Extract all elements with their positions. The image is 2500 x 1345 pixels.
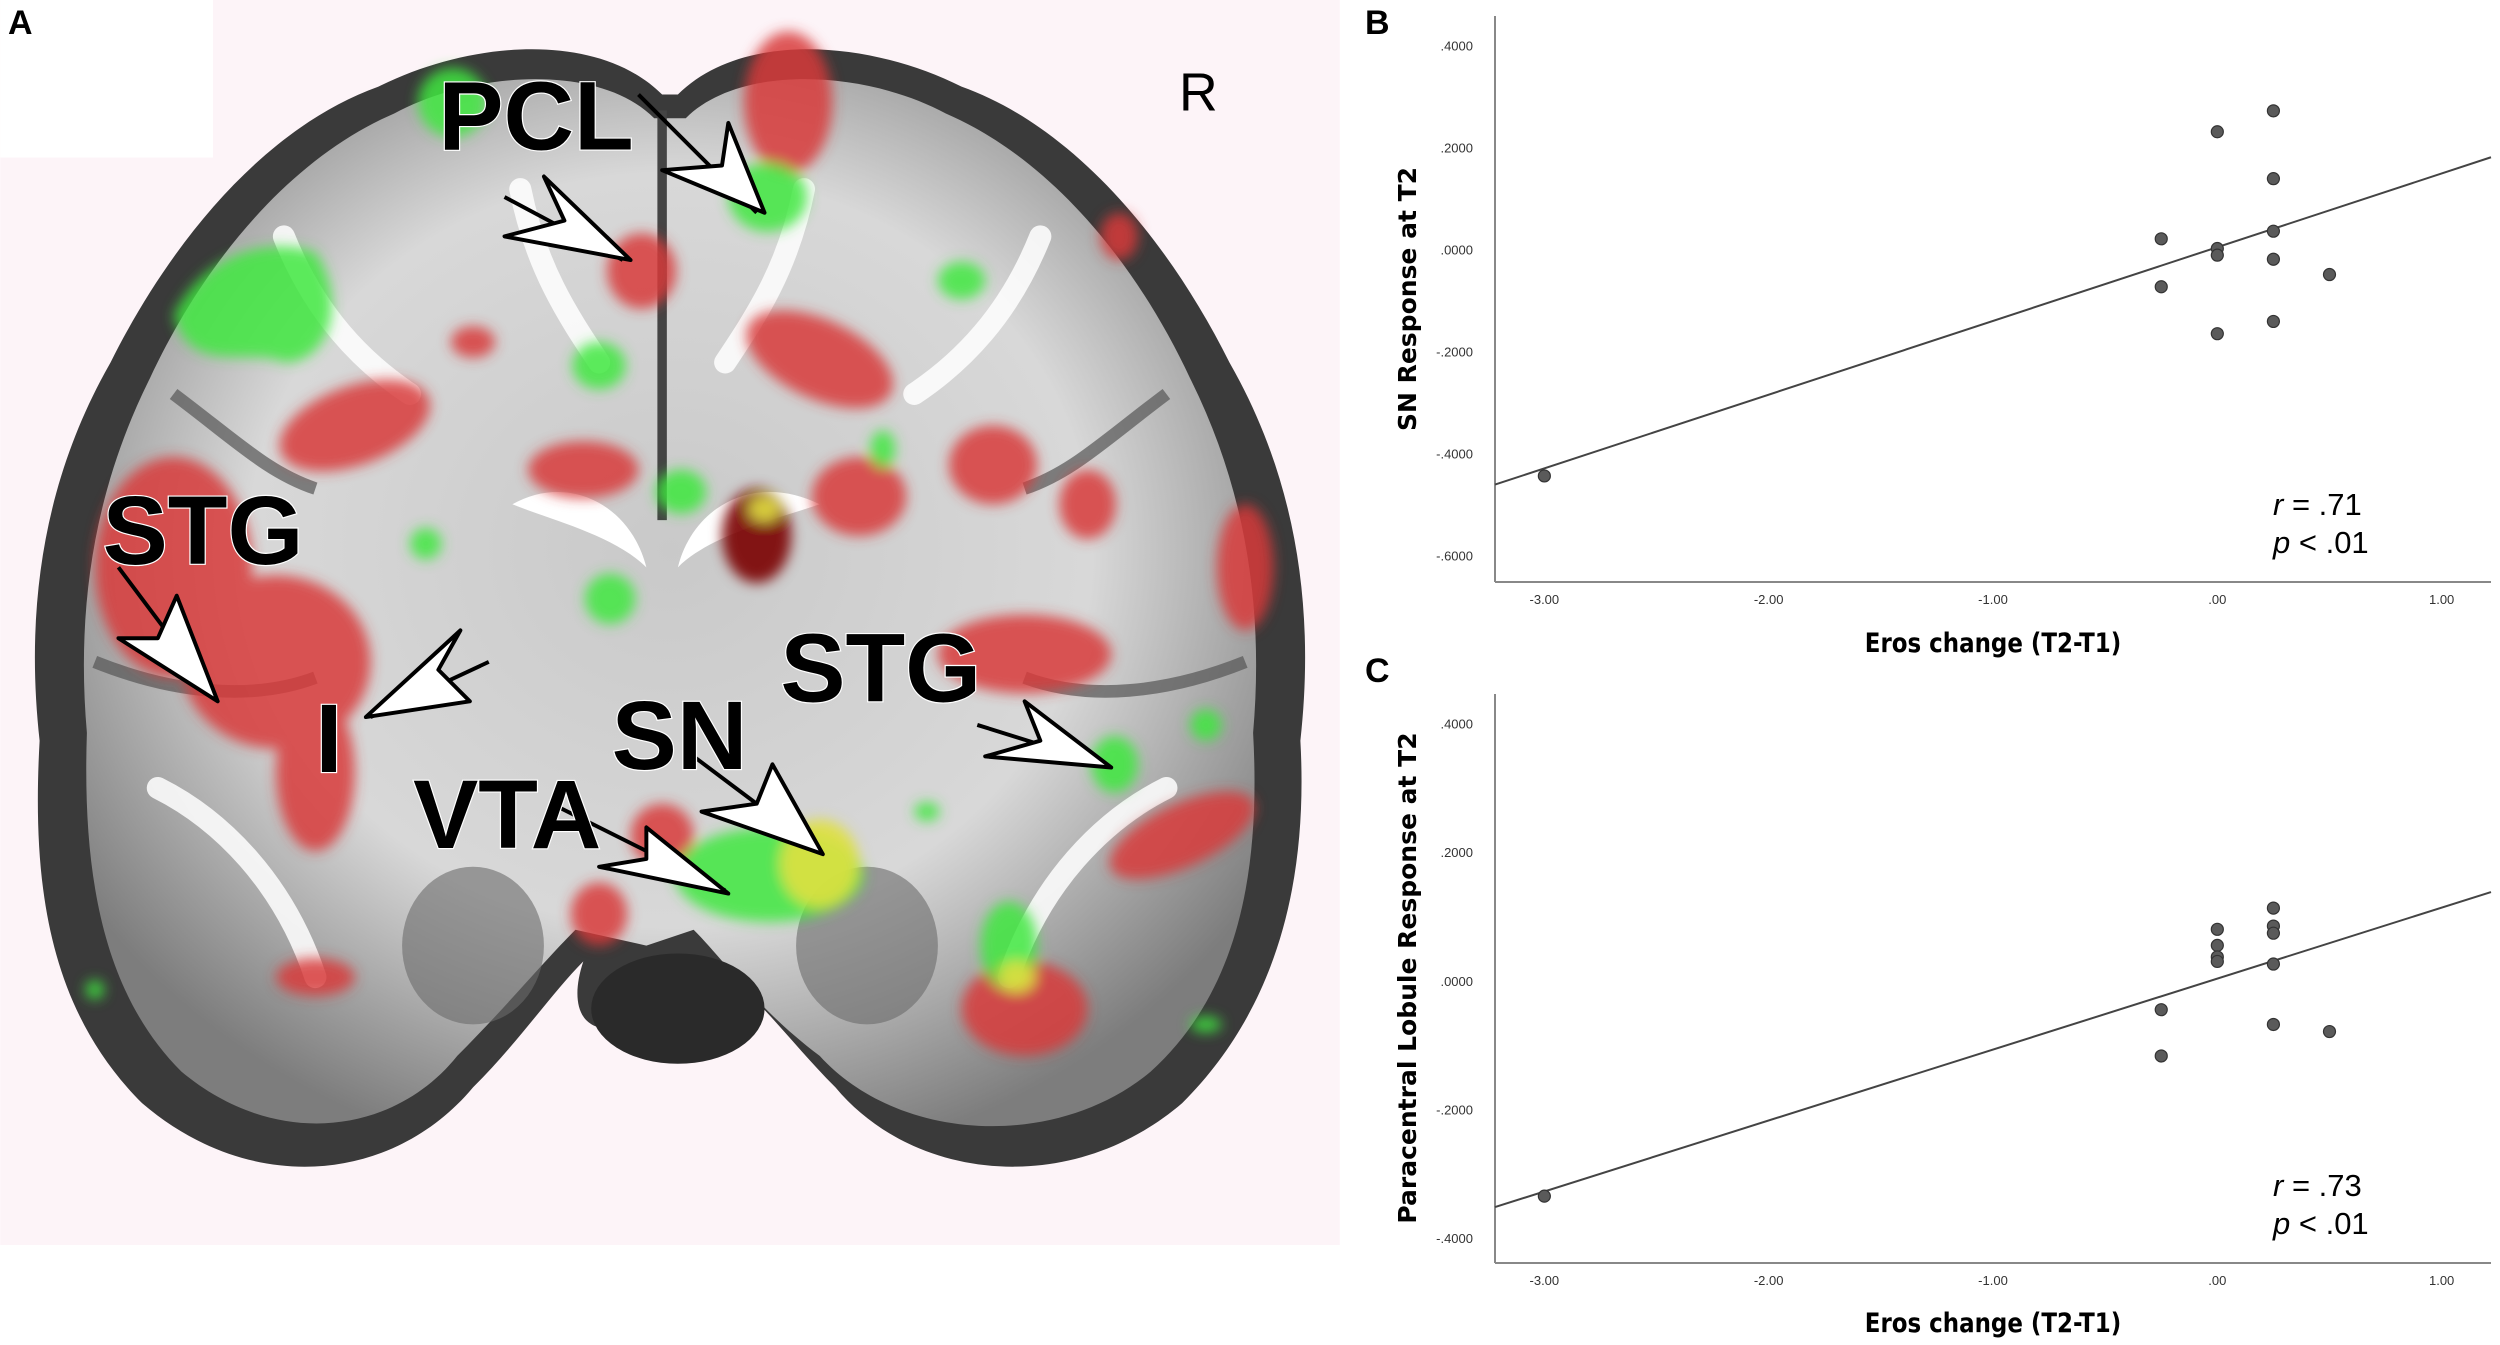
x-tick-label: 1.00 — [2429, 1273, 2454, 1288]
data-point — [2154, 232, 2168, 246]
y-tick-label: .4000 — [1440, 39, 1473, 54]
arrow-insula-icon — [363, 628, 490, 720]
r-value: = .73 — [2283, 1168, 2361, 1203]
y-tick-label: .0000 — [1440, 243, 1473, 258]
data-point — [2210, 922, 2224, 936]
label-stg-left: STG — [103, 476, 304, 585]
p-value: < .01 — [2290, 1206, 2368, 1241]
label-orientation-r: R — [1179, 62, 1218, 122]
data-point — [1537, 469, 1551, 483]
stat-annotation-r: r = .73 — [2273, 1168, 2362, 1203]
x-tick-label: -3.00 — [1530, 1273, 1560, 1288]
y-tick-label: .0000 — [1440, 974, 1473, 989]
stat-annotation-r: r = .71 — [2273, 487, 2362, 522]
label-stg-right: STG — [780, 613, 981, 722]
y-tick-label: -.2000 — [1436, 1102, 1473, 1117]
panel-letter-c: C — [1365, 652, 1390, 690]
data-point — [2154, 280, 2168, 294]
annotation-arrows — [116, 93, 1114, 896]
data-point — [2322, 1024, 2337, 1039]
x-axis-label: Eros change (T2-T1) — [1865, 1307, 2121, 1338]
r-symbol: r — [2273, 487, 2285, 522]
arrow-pcl-left-icon — [502, 174, 633, 263]
arrow-stg-left-icon — [116, 566, 220, 704]
p-value: < .01 — [2290, 525, 2368, 560]
data-point — [2210, 954, 2224, 969]
panel-letter-a: A — [8, 4, 33, 42]
label-sn: SN — [612, 681, 748, 790]
data-point — [2210, 125, 2224, 139]
data-point — [2322, 267, 2337, 282]
data-point — [2266, 957, 2281, 971]
p-symbol: p — [2272, 1206, 2290, 1241]
x-tick-label: 1.00 — [2429, 592, 2454, 607]
data-point — [2210, 938, 2224, 952]
stat-annotation-p: p < .01 — [2272, 1206, 2369, 1241]
data-point — [2266, 1017, 2281, 1032]
panel-letter-b: B — [1365, 4, 1390, 42]
y-tick-label: -.6000 — [1436, 548, 1473, 563]
r-symbol: r — [2273, 1168, 2285, 1203]
arrow-sn-icon — [692, 754, 825, 857]
y-tick-label: .4000 — [1440, 717, 1473, 732]
scatter-chart-sn: SN Response at T2 Eros change (T2-T1) r … — [1393, 16, 2492, 658]
arrow-vta-icon — [550, 801, 731, 896]
arrow-stg-right-icon — [976, 699, 1114, 770]
y-tick-label: .2000 — [1440, 845, 1473, 860]
arrow-pcl-right-icon — [637, 93, 767, 215]
data-point — [2266, 172, 2281, 186]
label-pcl: PCL — [438, 62, 633, 171]
r-value: = .71 — [2283, 487, 2361, 522]
scatter-chart-paracentral-lobule: Paracentral Lobule Response at T2 Eros c… — [1393, 694, 2492, 1338]
x-axis-label: Eros change (T2-T1) — [1865, 627, 2121, 658]
image-background-corner — [0, 0, 213, 158]
activation-blobs — [85, 31, 1274, 1056]
stat-annotation-p: p < .01 — [2272, 525, 2369, 560]
data-point — [2210, 327, 2224, 341]
x-tick-label: -2.00 — [1754, 592, 1784, 607]
data-point — [2266, 252, 2281, 266]
x-tick-label: -2.00 — [1754, 1273, 1784, 1288]
brain-coronal-slice: PCL R STG I STG SN VTA — [0, 0, 1340, 1245]
data-point — [1537, 1189, 1551, 1203]
x-tick-label: -3.00 — [1530, 592, 1560, 607]
data-point — [2266, 104, 2281, 118]
y-tick-label: .2000 — [1440, 141, 1473, 156]
p-symbol: p — [2272, 525, 2290, 560]
x-tick-label: -1.00 — [1978, 592, 2008, 607]
regression-line — [1494, 156, 2492, 486]
label-insula: I — [315, 684, 342, 793]
x-tick-label: -1.00 — [1978, 1273, 2008, 1288]
y-tick-label: -.4000 — [1436, 447, 1473, 462]
y-tick-label: -.4000 — [1436, 1231, 1473, 1246]
data-point — [2266, 224, 2281, 238]
x-tick-label: .00 — [2208, 1273, 2226, 1288]
y-axis-label: Paracentral Lobule Response at T2 — [1393, 732, 1422, 1223]
region-labels: PCL R STG I STG SN VTA — [101, 61, 1218, 871]
regression-line — [1494, 891, 2492, 1209]
data-point — [2154, 1003, 2168, 1017]
brain-tissue — [34, 49, 1306, 1167]
y-tick-label: -.2000 — [1436, 345, 1473, 360]
data-point — [2266, 314, 2281, 329]
data-point — [2266, 901, 2281, 915]
data-point — [2266, 926, 2281, 940]
data-point — [2210, 248, 2224, 262]
x-tick-label: .00 — [2208, 592, 2226, 607]
data-point — [2154, 1049, 2168, 1063]
label-vta: VTA — [413, 760, 601, 869]
y-axis-label: SN Response at T2 — [1393, 167, 1422, 431]
